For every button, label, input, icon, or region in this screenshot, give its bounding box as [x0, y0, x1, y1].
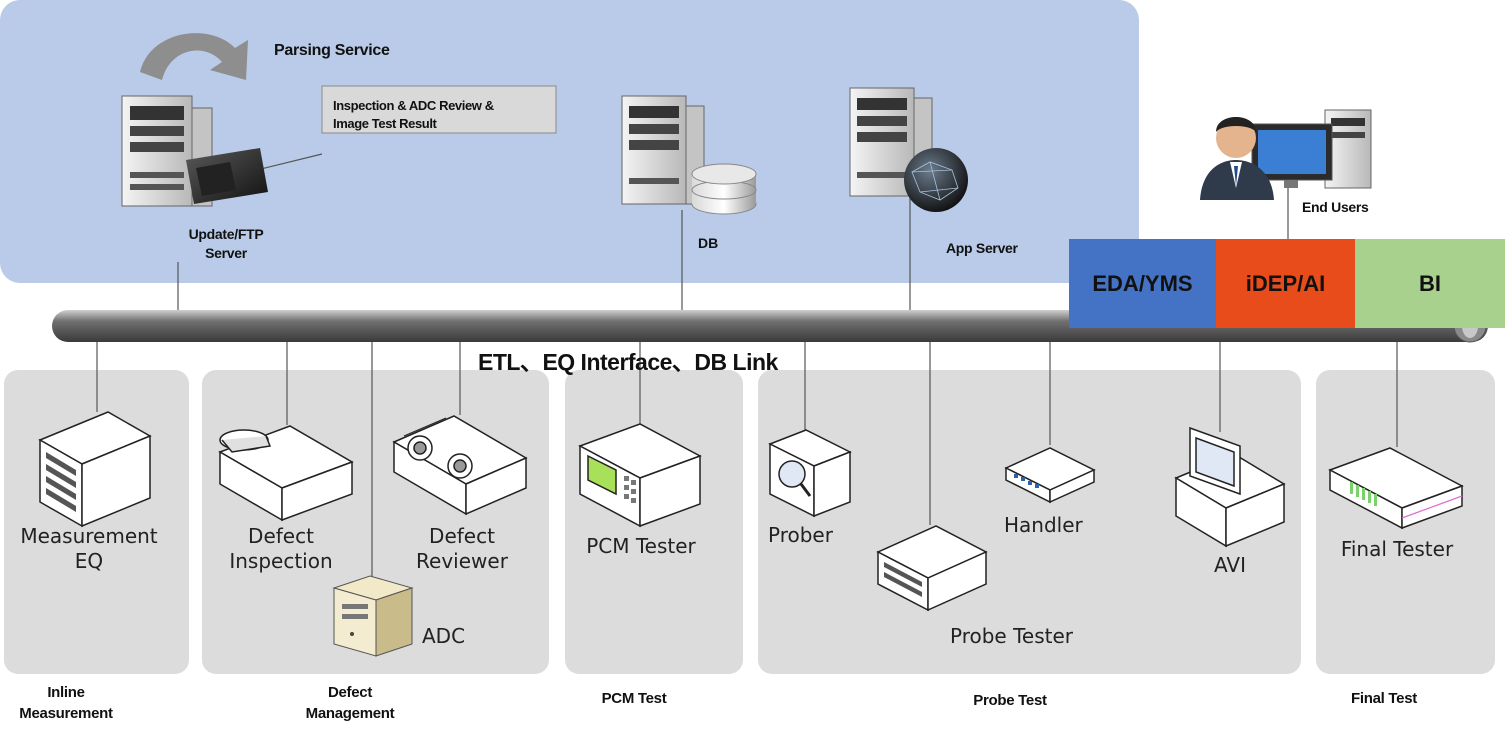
group-label-defect-line-1: Defect — [327, 684, 373, 701]
group-panel-pcm-test — [565, 370, 743, 674]
adc-server-icon — [332, 575, 414, 657]
pcm-tester-label: PCM Tester — [586, 534, 696, 558]
parsing-callout-line-1: Inspection & ADC Review & — [333, 98, 494, 113]
db-label: DB — [698, 235, 719, 251]
defect-reviewer-icon — [392, 415, 528, 516]
prober-label: Prober — [768, 523, 833, 547]
update-ftp-server-line-2: Server — [205, 245, 247, 261]
defect-reviewer-line-2: Reviewer — [416, 549, 508, 573]
group-label-final-test: Final Test — [1351, 690, 1417, 707]
defect-reviewer-line-1: Defect — [429, 524, 495, 548]
final-tester-icon — [1328, 447, 1464, 530]
parsing-callout-line-2: Image Test Result — [333, 116, 437, 131]
measurement-eq-icon — [38, 411, 152, 528]
parsing-callout-box — [321, 85, 557, 134]
final-tester-label: Final Tester — [1340, 537, 1454, 561]
update-ftp-server-line-1: Update/FTP — [188, 226, 264, 242]
defect-reviewer-label: Defect Reviewer — [392, 524, 532, 574]
system-label-idep-ai: iDEP/AI — [1245, 270, 1326, 296]
defect-inspection-line-1: Defect — [248, 524, 314, 548]
group-label-probe-test: Probe Test — [973, 692, 1047, 709]
handler-icon — [1004, 447, 1096, 504]
defect-inspection-label: Defect Inspection — [206, 524, 356, 574]
server-zone-panel — [0, 0, 1139, 283]
parsing-callout-text: Inspection & ADC Review & Image Test Res… — [333, 97, 494, 133]
pcm-tester-icon — [578, 423, 702, 528]
group-label-inline-measurement: Inline Measurement — [6, 682, 126, 724]
group-panel-inline-measurement — [4, 370, 189, 674]
prober-icon — [768, 429, 852, 518]
system-box-bi: BI — [1355, 239, 1505, 328]
system-box-eda-yms: EDA/YMS — [1069, 239, 1216, 328]
defect-inspection-line-2: Inspection — [229, 549, 333, 573]
probe-tester-icon — [876, 525, 988, 612]
end-users-label: End Users — [1302, 199, 1369, 215]
avi-icon — [1174, 426, 1286, 548]
app-server-label: App Server — [946, 240, 1018, 256]
db-server-icon — [621, 95, 757, 215]
group-label-defect-management: Defect Management — [290, 682, 410, 724]
app-server-icon — [849, 87, 968, 212]
group-label-inline-line-1: Inline — [47, 684, 85, 701]
group-label-defect-line-2: Management — [305, 705, 395, 722]
adc-label: ADC — [422, 624, 466, 648]
measurement-eq-line-1: Measurement — [20, 524, 158, 548]
update-ftp-server-label: Update/FTP Server — [160, 225, 292, 263]
system-label-eda-yms: EDA/YMS — [1092, 270, 1193, 296]
group-panel-probe-test — [758, 370, 1301, 674]
handler-label: Handler — [1004, 513, 1083, 537]
connection-lines — [96, 153, 1398, 578]
measurement-eq-label: Measurement EQ — [4, 524, 174, 574]
bus-label: ETL、EQ Interface、DB Link — [478, 349, 778, 375]
measurement-eq-line-2: EQ — [74, 549, 104, 573]
avi-label: AVI — [1214, 553, 1246, 577]
parsing-service-label: Parsing Service — [274, 42, 390, 59]
probe-tester-label: Probe Tester — [950, 624, 1073, 648]
group-label-pcm-test: PCM Test — [601, 690, 667, 707]
end-users-icon — [1200, 109, 1372, 200]
refresh-cycle-icon — [140, 33, 248, 80]
update-ftp-server-icon — [121, 95, 268, 207]
group-label-inline-line-2: Measurement — [19, 705, 113, 722]
defect-inspection-icon — [218, 425, 354, 522]
system-label-bi: BI — [1419, 270, 1441, 296]
system-box-idep-ai: iDEP/AI — [1216, 239, 1355, 328]
